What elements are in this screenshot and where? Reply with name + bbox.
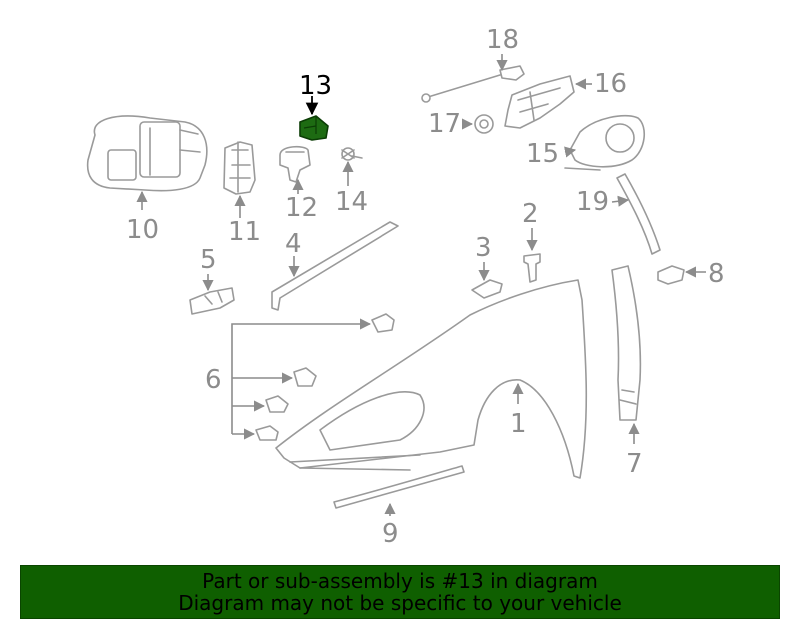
part-11-drawing: [223, 141, 256, 195]
callout-12: 12: [285, 193, 318, 223]
callout-4: 4: [285, 229, 302, 259]
callout-19: 19: [576, 187, 609, 217]
callout-17: 17: [428, 109, 461, 139]
callout-13: 13: [299, 71, 332, 101]
callout-6: 6: [205, 365, 222, 395]
part-17-drawing: [474, 114, 494, 134]
part-13-drawing: [299, 115, 329, 141]
callout-1: 1: [510, 409, 527, 439]
part-1-drawing: [275, 279, 588, 479]
callout-2: 2: [522, 199, 539, 229]
callout-14: 14: [335, 187, 368, 217]
callout-18: 18: [486, 25, 519, 55]
part-5-drawing: [189, 287, 235, 315]
callout-5: 5: [200, 245, 217, 275]
leader-lines: [136, 54, 706, 516]
callout-labels: 1 2 3 4 5 6 7 8 9 10 11 12 13 14 15 16 1…: [126, 25, 725, 549]
part-18-drawing: [421, 65, 525, 103]
callout-11: 11: [228, 217, 261, 247]
info-banner: Part or sub-assembly is #13 in diagram D…: [20, 565, 780, 619]
part-12-drawing: [279, 145, 311, 183]
parts-diagram: 1 2 3 4 5 6 7 8 9 10 11 12 13 14 15 16 1…: [86, 25, 725, 549]
part-8-drawing: [657, 265, 685, 285]
part-19-drawing: [616, 173, 661, 255]
part-2-drawing: [523, 253, 541, 283]
part-7-drawing: [611, 265, 642, 421]
callout-15: 15: [526, 139, 559, 169]
callout-10: 10: [126, 215, 159, 245]
part-9-drawing: [333, 465, 465, 509]
part-15-drawing: [564, 114, 645, 171]
part-10-drawing: [86, 115, 208, 192]
callout-9: 9: [382, 519, 399, 549]
callout-3: 3: [475, 233, 492, 263]
callout-7: 7: [626, 449, 643, 479]
banner-line-1: Part or sub-assembly is #13 in diagram: [202, 569, 598, 593]
part-16-drawing: [504, 75, 575, 129]
part-6-drawings: [255, 313, 395, 441]
part-4-drawing: [271, 221, 399, 311]
part-14-drawing: [341, 147, 363, 161]
callout-16: 16: [594, 69, 627, 99]
part-3-drawing: [471, 279, 503, 299]
banner-line-2: Diagram may not be specific to your vehi…: [178, 591, 622, 615]
callout-8: 8: [708, 259, 725, 289]
